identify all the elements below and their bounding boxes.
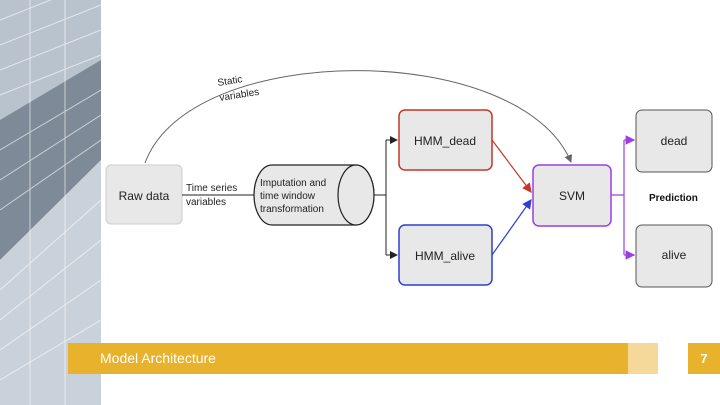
hmm-alive-to-svm-arrow [491,199,532,256]
output-dead-node [635,109,713,173]
imputation-label-line1: Imputation and [260,178,326,189]
imputation-node [253,164,375,226]
building-photo [0,0,101,405]
static-variables-arrow [144,70,572,164]
output-dead-label: dead [661,134,688,148]
prediction-label: Prediction [649,193,698,204]
slide-title: Model Architecture [100,350,216,366]
hmm-dead-label: HMM_dead [414,134,476,148]
imputation-branch [374,140,387,255]
static-label-line2: variables [219,87,260,104]
page-number: 7 [688,343,720,374]
svm-branch [611,140,625,255]
hmm-alive-label: HMM_alive [415,249,475,263]
static-label-line1: Static [217,74,243,89]
output-alive-label: alive [662,248,687,262]
time-series-label-line1: Time series [186,183,237,194]
imputation-label-line3: transformation [260,204,324,215]
output-alive-node [635,224,713,288]
svm-label: SVM [559,189,585,203]
title-bar-accent [628,343,658,374]
time-series-label-line2: variables [186,197,226,208]
imputation-label-line2: time window [260,191,316,202]
raw-data-label: Raw data [119,189,170,203]
hmm-dead-to-svm-arrow [491,139,532,193]
title-bar [68,343,628,374]
